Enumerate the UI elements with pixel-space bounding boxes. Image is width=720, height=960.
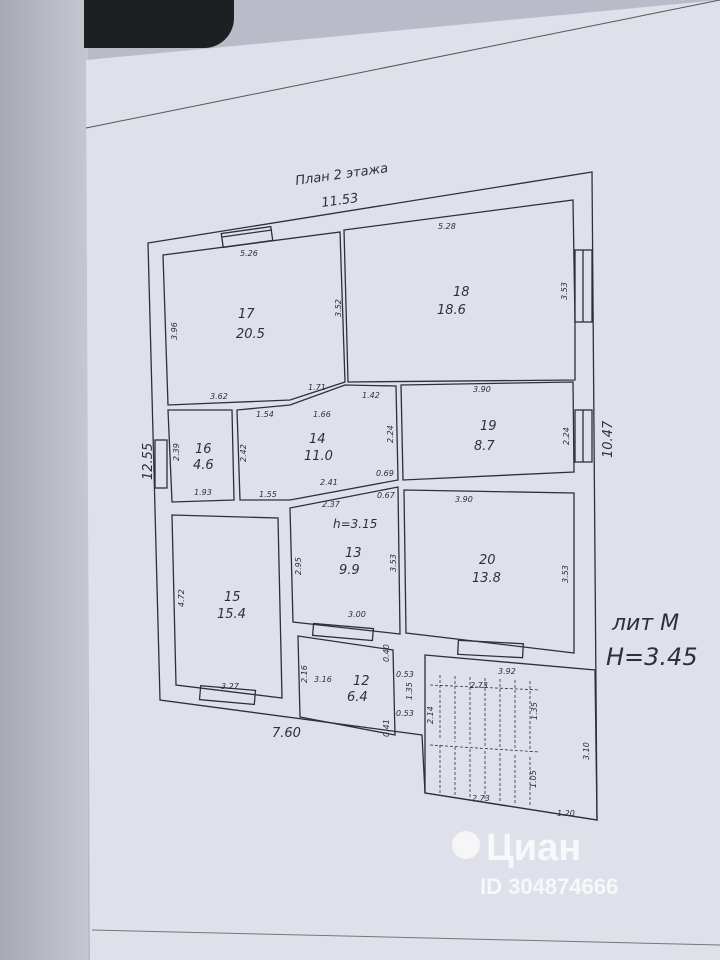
dim: 3.62: [210, 392, 228, 401]
dim: 2.16: [300, 665, 309, 683]
dim: 1.05: [529, 770, 538, 788]
room-area: 8.7: [474, 439, 495, 454]
room-area: 18.6: [437, 303, 466, 318]
room-number: 13: [345, 546, 362, 561]
dim: 1.35: [405, 682, 414, 700]
dim: 2.24: [386, 425, 395, 443]
dim: 0.53: [396, 670, 414, 679]
dim: 0.40: [382, 644, 391, 662]
adjacent-page: [0, 0, 88, 960]
dim: 0.69: [376, 469, 394, 478]
dim: 5.26: [240, 249, 258, 258]
dim: 1.93: [194, 488, 212, 497]
dim: 3.96: [170, 322, 179, 340]
dim: 2.42: [239, 444, 248, 462]
dim: 3.92: [498, 667, 516, 676]
room-19: [400, 381, 575, 481]
dim: 0.53: [396, 709, 414, 718]
room-number: 18: [453, 285, 470, 300]
dim: 2.95: [294, 557, 303, 575]
room-area: 13.8: [472, 571, 501, 586]
room-17: [162, 231, 346, 406]
frame-line-bottom: [91, 929, 720, 946]
room-13: [289, 486, 401, 635]
room-area: 6.4: [347, 690, 368, 705]
dim: 1.42: [362, 391, 380, 400]
dim: 1.71: [308, 383, 326, 392]
room-14: [236, 384, 399, 501]
dim: 2.37: [322, 500, 341, 509]
dim: 3.53: [389, 554, 398, 572]
room-number: 17: [238, 307, 255, 322]
dim: 3.90: [473, 385, 491, 394]
overall-left-dim: 12.55: [141, 443, 156, 480]
stair-steps: [429, 675, 541, 807]
dim: 2.73: [472, 794, 490, 803]
watermark: Циан ID 304874666: [452, 827, 618, 899]
room-number: 16: [195, 442, 212, 457]
dim: 3.90: [455, 495, 473, 504]
lit-height: H=3.45: [606, 643, 698, 671]
room-number: 12: [353, 674, 370, 689]
dim: 1.55: [259, 490, 277, 499]
dimension-labels: 5.26 3.96 3.52 3.62 5.28 3.53 1.71 1.66 …: [170, 222, 591, 818]
dim: 3.53: [561, 565, 570, 583]
room-number: 14: [309, 432, 326, 447]
room-number: 19: [480, 419, 497, 434]
dim: 3.52: [334, 299, 343, 317]
room-area: 15.4: [217, 607, 246, 622]
dim: 2.73: [470, 681, 488, 690]
room-number: 20: [479, 553, 496, 568]
room-area: 11.0: [304, 449, 333, 464]
dim: 3.00: [348, 610, 366, 619]
overall-bottom-dim: 7.60: [272, 726, 301, 741]
dim: 1.66: [313, 410, 331, 419]
room-16: [167, 409, 235, 503]
watermark-id: ID 304874666: [480, 874, 618, 899]
dim: 1.35: [530, 702, 539, 720]
room-area: 9.9: [339, 563, 360, 578]
watermark-logo-icon: [452, 831, 480, 859]
dim: 0.67: [377, 491, 396, 500]
dim: 4.72: [177, 589, 186, 607]
windows: [154, 225, 593, 706]
dim: 5.28: [438, 222, 456, 231]
ceiling-height: h=3.15: [333, 517, 377, 531]
dim: 0.41: [382, 719, 391, 737]
dim: 2.41: [320, 478, 338, 487]
room-area: 20.5: [236, 327, 265, 342]
dim: 1.54: [256, 410, 274, 419]
frame-line: [85, 0, 720, 129]
lit-label: лит М: [611, 611, 679, 636]
dim: 2.24: [562, 427, 571, 445]
dim: 3.16: [314, 675, 332, 684]
dim: 3.27: [221, 682, 240, 691]
overall-top-dim: 11.53: [320, 191, 359, 211]
room-area: 4.6: [193, 458, 214, 473]
dim: 2.14: [426, 706, 435, 724]
room-labels: 17 20.5 18 18.6 16 4.6 14 11.0 19 8.7 15…: [193, 285, 501, 705]
room-12: [297, 635, 396, 736]
background-object: [84, 0, 234, 48]
room-18: [343, 199, 576, 383]
dim: 3.53: [560, 282, 569, 300]
staircase: [424, 654, 598, 821]
room-20: [403, 489, 575, 654]
dim: 2.39: [172, 443, 181, 461]
watermark-brand: Циан: [486, 827, 581, 869]
dim: 1.20: [557, 809, 575, 818]
room-number: 15: [224, 590, 241, 605]
dim: 3.10: [582, 742, 591, 760]
room-15: [171, 514, 283, 699]
overall-right-dim: 10.47: [601, 420, 616, 458]
